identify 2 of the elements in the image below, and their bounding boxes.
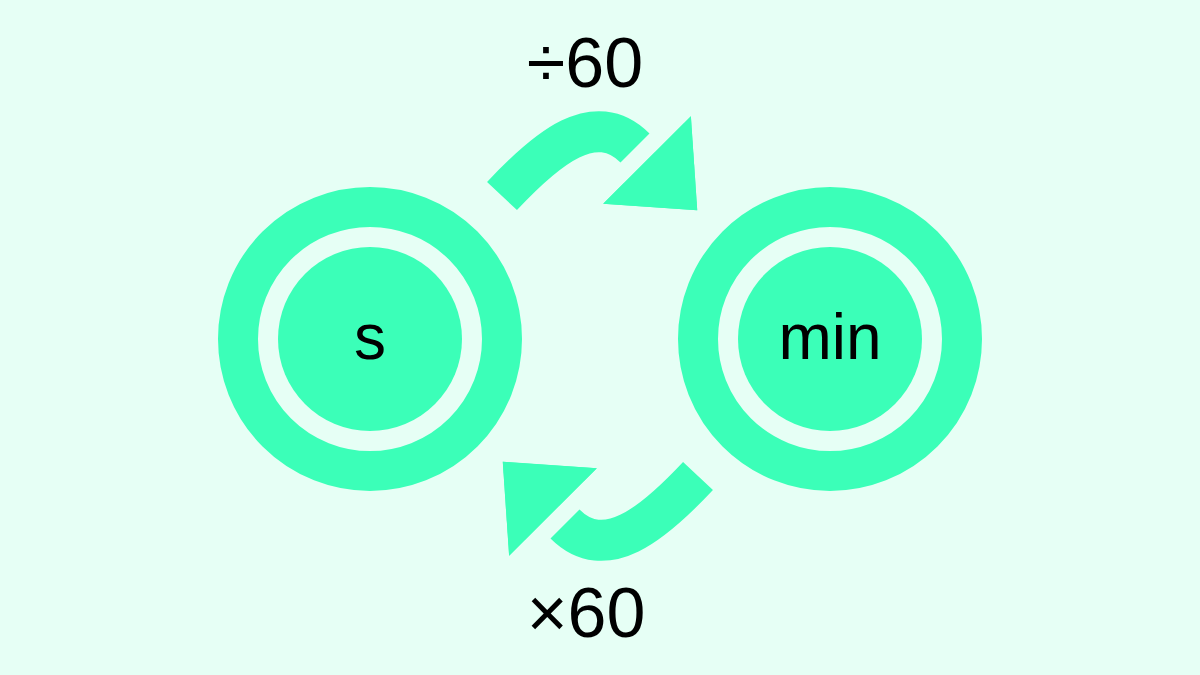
unit-label: min	[778, 305, 882, 369]
unit-label: s	[354, 305, 386, 369]
